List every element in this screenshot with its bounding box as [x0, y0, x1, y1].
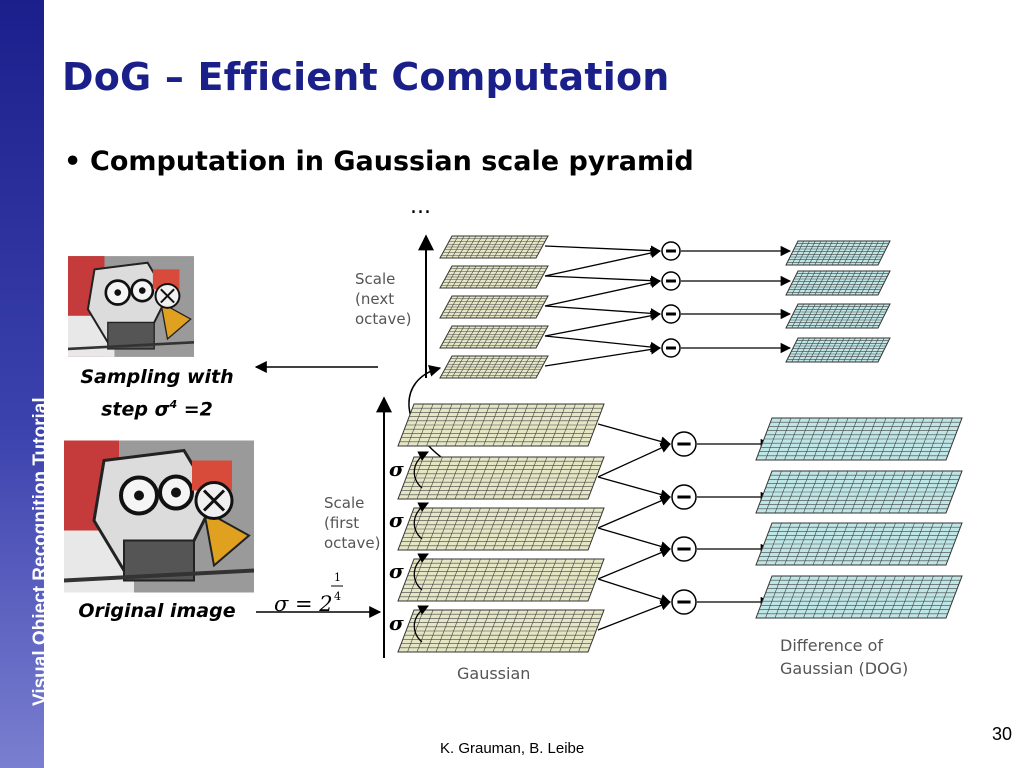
first-octave-gaussian-layer [397, 403, 605, 447]
bullet-item: •Computation in Gaussian scale pyramid [64, 146, 694, 177]
scale-first-label: Scale (first octave) [324, 494, 380, 552]
page-number: 30 [991, 724, 1012, 744]
first-octave-gaussian-layer [397, 609, 605, 653]
next-octave-dog-layer [785, 240, 891, 266]
first-octave-dog-layer [755, 470, 963, 514]
next-octave-gaussian-layer [439, 325, 549, 349]
credits: K. Grauman, B. Leibe [440, 740, 585, 757]
original-image [64, 440, 254, 593]
next-octave-minus-icon [661, 241, 681, 261]
ellipsis-label: ... [410, 194, 431, 219]
sigma-label: σ [389, 457, 404, 481]
sigma-formula: σ = 2 [274, 592, 333, 616]
first-octave-dog-layer [755, 575, 963, 619]
slide-title: DoG – Efficient Computation [62, 55, 670, 99]
next-octave-dog-layer [785, 303, 891, 329]
next-octave-minus-icon [661, 271, 681, 291]
next-octave-minus-icon [661, 338, 681, 358]
first-octave-dog-layer [755, 417, 963, 461]
sigma-label: σ [389, 559, 404, 583]
sigma-label: σ [389, 508, 404, 532]
sampling-caption: Sampling with step σ4 =2 [80, 366, 234, 421]
octave-link-curve [408, 364, 449, 463]
first-octave-minus-icon [671, 484, 697, 510]
graffiti-small-picture [68, 256, 194, 357]
next-octave-gaussian-layer [439, 265, 549, 289]
next-octave-minus-icon [661, 304, 681, 324]
scale-next-label: Scale (next octave) [355, 270, 411, 328]
first-octave-gaussian-layer [397, 456, 605, 500]
sidebar-band: Visual Object Recognition Tutorial [0, 0, 51, 768]
first-octave-minus-icon [671, 431, 697, 457]
graffiti-large-picture [64, 440, 254, 593]
first-octave-gaussian-layer [397, 507, 605, 551]
next-octave-dog-layer [785, 337, 891, 363]
first-octave-minus-icon [671, 536, 697, 562]
next-octave-gaussian-layer [439, 295, 549, 319]
formula-denominator: 4 [334, 590, 341, 603]
gaussian-label: Gaussian [457, 664, 530, 683]
bullet-text: Computation in Gaussian scale pyramid [90, 146, 694, 177]
original-caption: Original image [78, 600, 236, 622]
next-octave-gaussian-layer [439, 355, 549, 379]
downsampled-image [68, 256, 194, 357]
first-octave-gaussian-layer [397, 558, 605, 602]
sigma-label: σ [389, 611, 404, 635]
next-octave-dog-layer [785, 270, 891, 296]
pyramid-layers: σ σ σ σ [389, 235, 963, 653]
first-octave-dog-layer [755, 522, 963, 566]
first-octave-minus-icon [671, 589, 697, 615]
dog-label: Difference of Gaussian (DOG) [780, 636, 908, 678]
formula-numerator: 1 [334, 571, 341, 584]
next-octave-gaussian-layer [439, 235, 549, 259]
